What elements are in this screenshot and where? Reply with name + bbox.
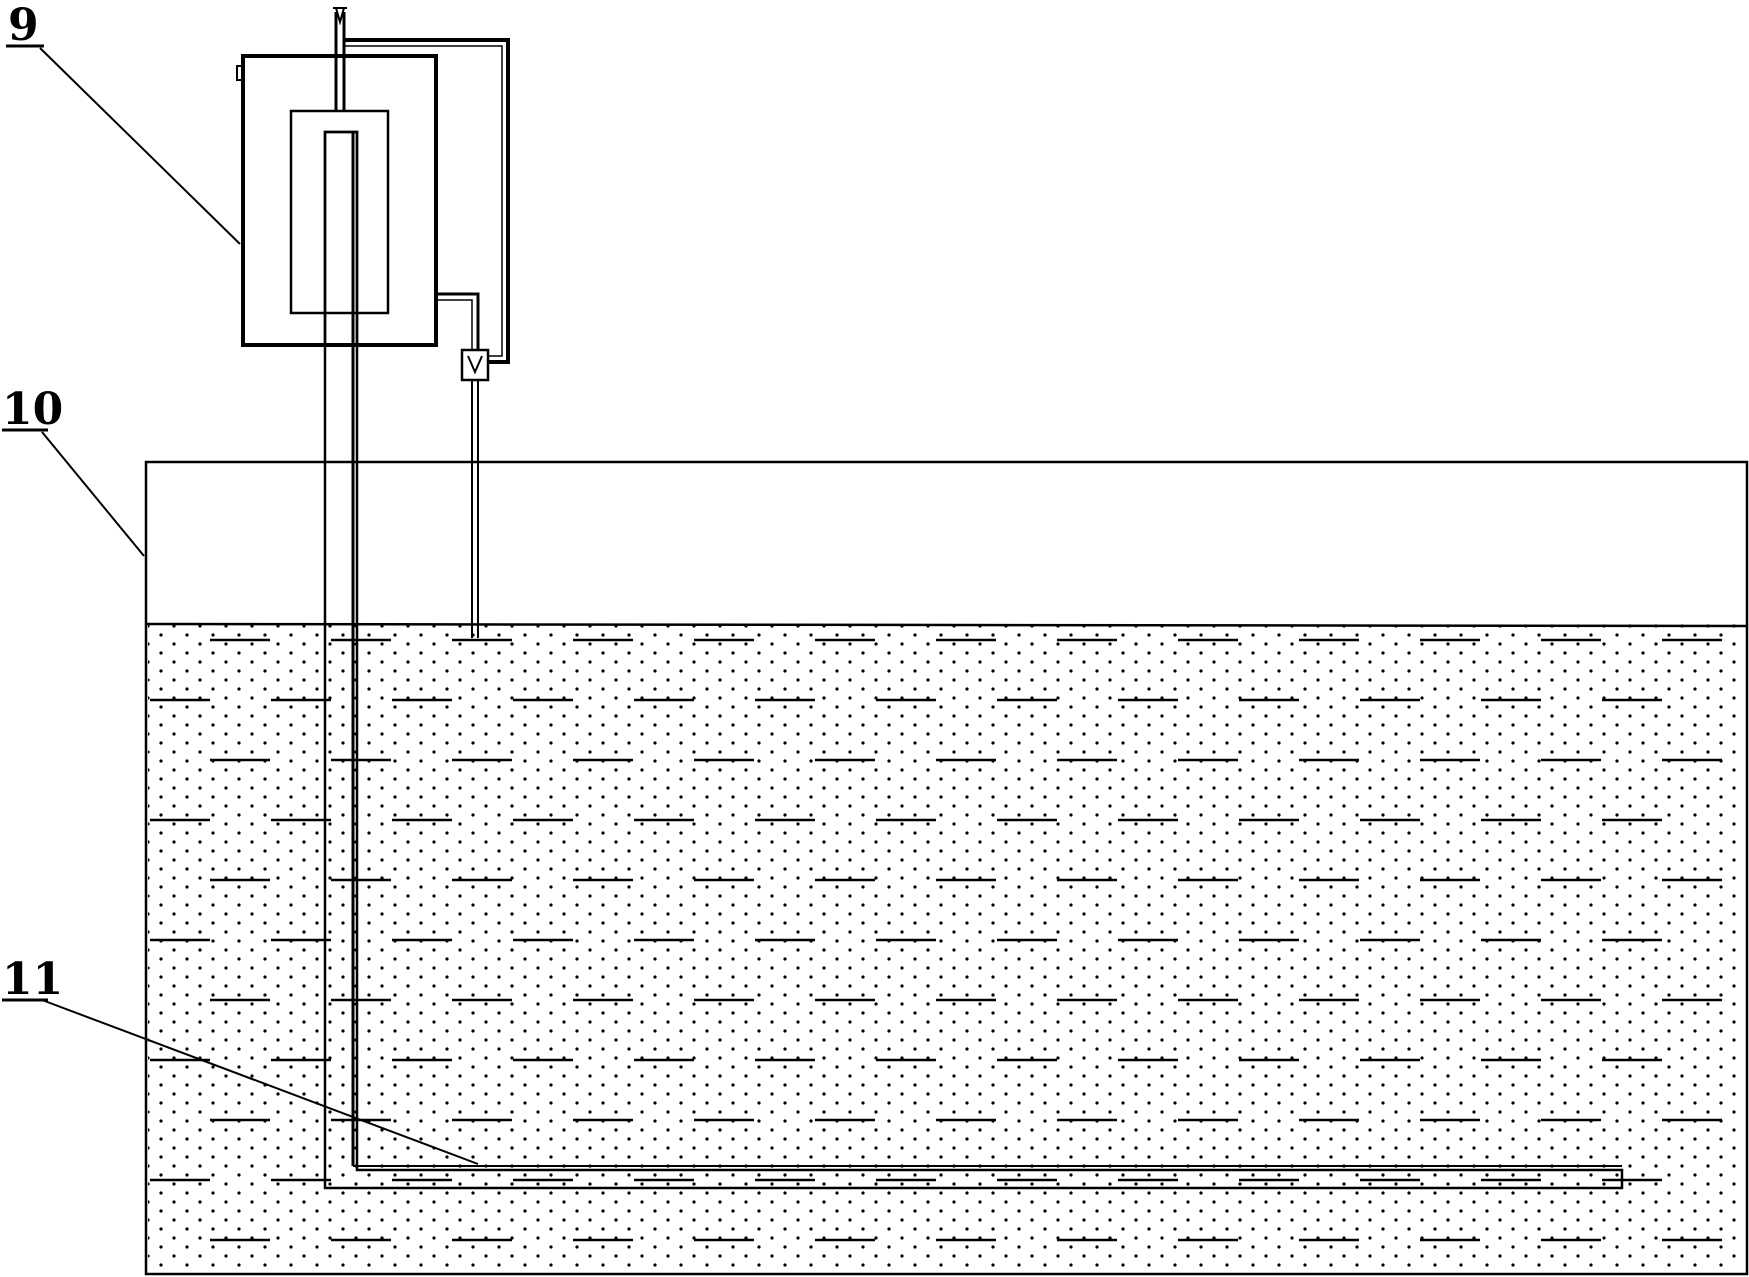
liquid-fill (148, 624, 1745, 1272)
housing-outer (241, 54, 438, 347)
tube-top-loop-inner (344, 45, 503, 357)
tube-top-loop (344, 38, 510, 364)
label-9: 9 (8, 0, 39, 51)
tube-housing-out-inner (436, 299, 473, 350)
leader-11 (41, 999, 479, 1165)
housing-inner (289, 109, 390, 315)
valve-box (460, 348, 490, 382)
label-11: 11 (2, 954, 63, 1005)
housing-side-knob (236, 65, 244, 81)
tank-outline (144, 460, 1749, 1276)
label-10: 10 (2, 384, 63, 435)
valve-symbol-icon (467, 355, 483, 375)
tank (144, 460, 1749, 1276)
leader-10 (41, 431, 145, 557)
liquid-surface (145, 622, 1748, 628)
leader-9 (39, 47, 241, 245)
device-housing (236, 7, 438, 347)
leader-lines (2, 44, 479, 1165)
liquid-dashes (150, 638, 1722, 1242)
tube-housing-out (436, 292, 480, 350)
tubing (344, 38, 510, 638)
top-rod-tip (333, 7, 347, 26)
pipe-in-housing (323, 130, 359, 347)
